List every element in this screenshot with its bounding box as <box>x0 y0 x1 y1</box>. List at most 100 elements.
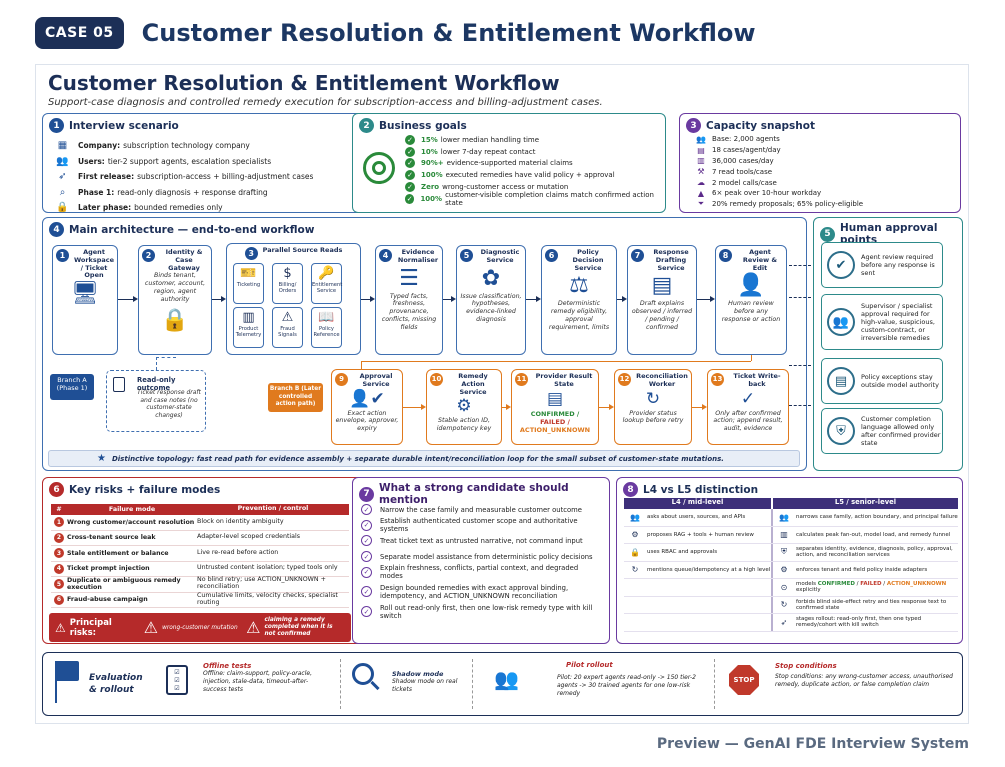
flow-arrow <box>599 407 610 408</box>
prevention: Block on identity ambiguity <box>197 517 284 525</box>
step-description: Issue classification, hypotheses, eviden… <box>460 292 522 324</box>
state-confirmed: CONFIRMED / <box>530 409 580 418</box>
offline-title: Offline tests <box>203 662 252 670</box>
eval-title-line2: & rollout <box>89 684 134 695</box>
scenario-text: tier-2 support agents, escalation specia… <box>107 156 272 166</box>
checklist-icon: ☑☑☑ <box>166 665 188 695</box>
goal-row: ✓15%lower median handling time <box>405 134 661 146</box>
step-title: Diagnostic Service <box>480 248 520 264</box>
candidate-point: ✓Narrow the case family and measurable c… <box>361 502 603 518</box>
capacity-text: 6× peak over 10-hour workday <box>712 189 822 198</box>
case-badge: CASE 05 <box>35 16 124 49</box>
document-icon <box>113 377 125 392</box>
approval-link <box>789 297 811 298</box>
warning-icon: ⚠ <box>246 618 261 637</box>
comparison-row: ↻mentions queue/idempotency at a high le… <box>624 561 958 579</box>
source-tile: $Billing/ Orders <box>272 263 303 304</box>
topology-bar: ★ Distinctive topology: fast read path fo… <box>48 450 800 467</box>
arrow-head <box>702 404 707 410</box>
rocket-icon: ➶ <box>58 171 67 183</box>
flow-arrow <box>697 299 711 300</box>
warning-icon: ⚠ <box>55 620 66 635</box>
capacity-row: ⚒7 read tools/case <box>694 166 956 177</box>
step-description: Provider status lookup before retry <box>622 409 684 425</box>
prevention: Live re-read before action <box>197 548 279 556</box>
capacity-text: Base: 2,000 agents <box>712 135 780 144</box>
capacity-row: ▲6× peak over 10-hour workday <box>694 188 956 199</box>
l5-icon: ▥ <box>780 530 788 540</box>
monitor-icon: 🖥 <box>71 281 99 307</box>
scenario-row: 👥Users:tier-2 support agents, escalation… <box>55 154 360 170</box>
key-icon: 🔑 <box>318 266 335 281</box>
arrow-head <box>622 296 627 302</box>
step-description: Deterministic remedy eligibility, approv… <box>548 300 610 331</box>
scenario-text: subscription technology company <box>123 141 250 151</box>
step-description: Stable action ID, idempotency key <box>436 417 492 433</box>
step-description: Typed facts, freshness, provenance, conf… <box>381 292 437 332</box>
capacity-row: ▥36,000 cases/day <box>694 156 956 167</box>
approval-item: ⛨Customer completion language allowed on… <box>821 408 943 454</box>
arrow-head <box>133 296 138 302</box>
goal-text: evidence-supported material claims <box>446 159 573 168</box>
source-label: Ticketing <box>236 282 261 288</box>
l4-icon: 👥 <box>630 512 640 522</box>
check-icon: ✓ <box>361 586 372 598</box>
team-icon: 👥 <box>494 667 519 691</box>
failure-mode: Stale entitlement or balance <box>67 549 169 557</box>
step-number: 10 <box>430 373 443 386</box>
flow-arrow <box>403 407 422 408</box>
l5-text: enforces tenant and field policy inside … <box>796 566 928 573</box>
candidate-point: ✓Design bounded remedies with exact appr… <box>361 580 603 604</box>
flow-arrow <box>502 407 507 408</box>
prevention: No blind retry; use ACTION_UNKNOWN + rec… <box>197 576 326 591</box>
gears-icon: ⚙ <box>456 396 472 417</box>
step-description: Binds tenant, customer, account, region,… <box>144 272 206 303</box>
scenario-label: Users: <box>78 156 105 166</box>
check-icon: ✓ <box>405 193 415 204</box>
approval-link <box>789 265 811 266</box>
workflow-slide: Customer Resolution & Entitlement Workfl… <box>35 64 969 724</box>
risk-number: 2 <box>54 532 64 543</box>
capacity-text: 18 cases/agent/day <box>712 146 781 155</box>
arrow-head <box>506 404 511 410</box>
step-number: 8 <box>719 249 732 262</box>
flow-arrow <box>617 299 623 300</box>
goal-row: ✓100%customer-visible completion claims … <box>405 191 661 207</box>
shadow-text: Shadow mode on real tickets <box>392 678 458 693</box>
topology-text: Distinctive topology: fast read path for… <box>111 454 724 463</box>
l4-icon: ⚙ <box>631 530 639 540</box>
candidate-point: ✓Roll out read-only first, then one low-… <box>361 604 603 620</box>
approver-icon: 👤✔ <box>349 388 385 409</box>
scenario-label: Later phase: <box>78 203 132 213</box>
cases-icon: ▤ <box>697 145 705 155</box>
approval-link <box>789 405 811 406</box>
state-failed: FAILED / <box>540 417 570 426</box>
step-title: Response Drafting Service <box>653 248 689 272</box>
l4-text: uses RBAC and approvals <box>647 549 718 556</box>
shield-lock-icon: 🔒 <box>161 307 189 333</box>
shield-icon: ⛨ <box>827 417 855 445</box>
scenario-label: Company: <box>78 141 121 151</box>
arrow-head <box>536 296 541 302</box>
capacity-row: ⏷20% remedy proposals; 65% policy-eligib… <box>694 199 956 210</box>
step-number: 6 <box>545 249 558 262</box>
l5-header: L5 / senior-level <box>773 498 958 509</box>
scenario-text: subscription-access + billing-adjustment… <box>137 172 314 182</box>
branch-a-title: Read-only outcome <box>137 376 176 392</box>
section-number: 7 <box>359 486 374 502</box>
check-circle-icon: ✓ <box>740 388 756 409</box>
slide-subtitle: Support-case diagnosis and controlled re… <box>48 97 603 108</box>
approval-text: Policy exceptions stay outside model aut… <box>861 372 939 389</box>
comparison-row: ➶stages rollout: read-only first, then o… <box>624 614 958 632</box>
arrow-head <box>221 296 226 302</box>
source-tile: ⚠Fraud Signals <box>272 307 303 348</box>
step-title: Policy Decision Service <box>572 248 604 272</box>
star-icon: ★ <box>97 453 106 464</box>
goal-text: lower median handling time <box>440 135 540 144</box>
